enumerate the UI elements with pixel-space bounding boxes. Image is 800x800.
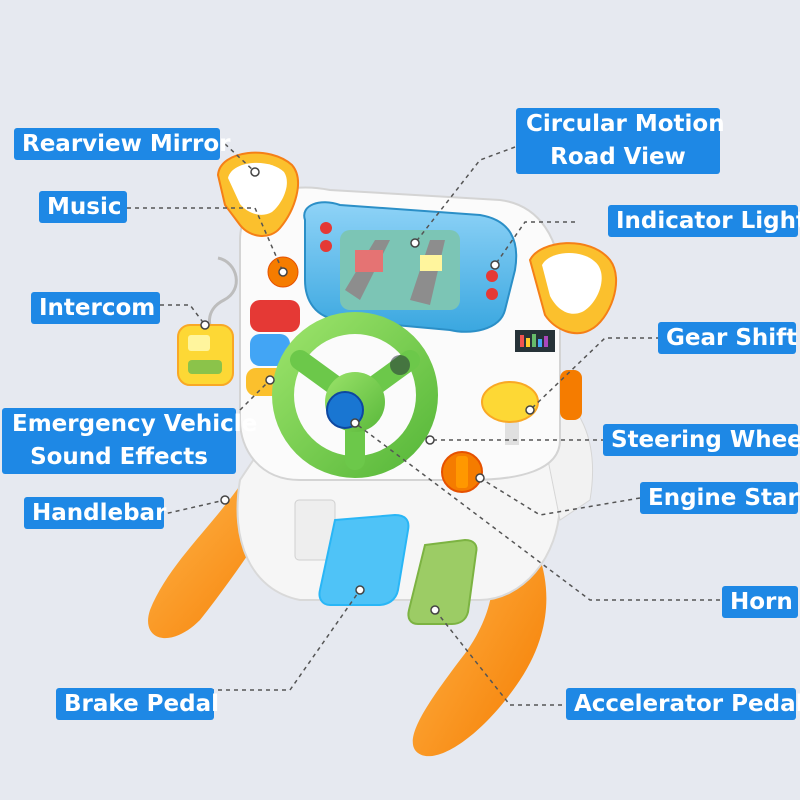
- mirrors: [216, 151, 618, 335]
- pedals: [318, 513, 478, 625]
- label-intercom: Intercom: [31, 292, 160, 324]
- label-handlebar: Handlebar: [24, 497, 166, 529]
- label-emergency-vehicle-sound-effects: Emergency Vehicle Sound Effects: [2, 408, 257, 474]
- steering-wheel-shape: [272, 312, 438, 478]
- label-steering-wheel: Steering Wheel: [603, 424, 800, 456]
- engine-start-knob: [441, 451, 483, 493]
- label-horn: Horn: [722, 586, 798, 618]
- label-gear-shift: Gear Shift: [658, 322, 797, 354]
- label-rearview-mirror: Rearview Mirror: [14, 128, 231, 160]
- label-engine-start: Engine Start: [640, 482, 800, 514]
- label-brake-pedal: Brake Pedal: [56, 688, 219, 720]
- leader-lines: [127, 143, 720, 706]
- label-accelerator-pedal: Accelerator Pedal: [566, 688, 800, 720]
- leader-anchors: [200, 167, 535, 615]
- label-music: Music: [39, 191, 127, 223]
- intercom-phone: [177, 256, 238, 386]
- label-circular-motion-road-view: Circular Motion Road View: [516, 108, 725, 174]
- label-indicator-light: Indicator Light: [608, 205, 800, 237]
